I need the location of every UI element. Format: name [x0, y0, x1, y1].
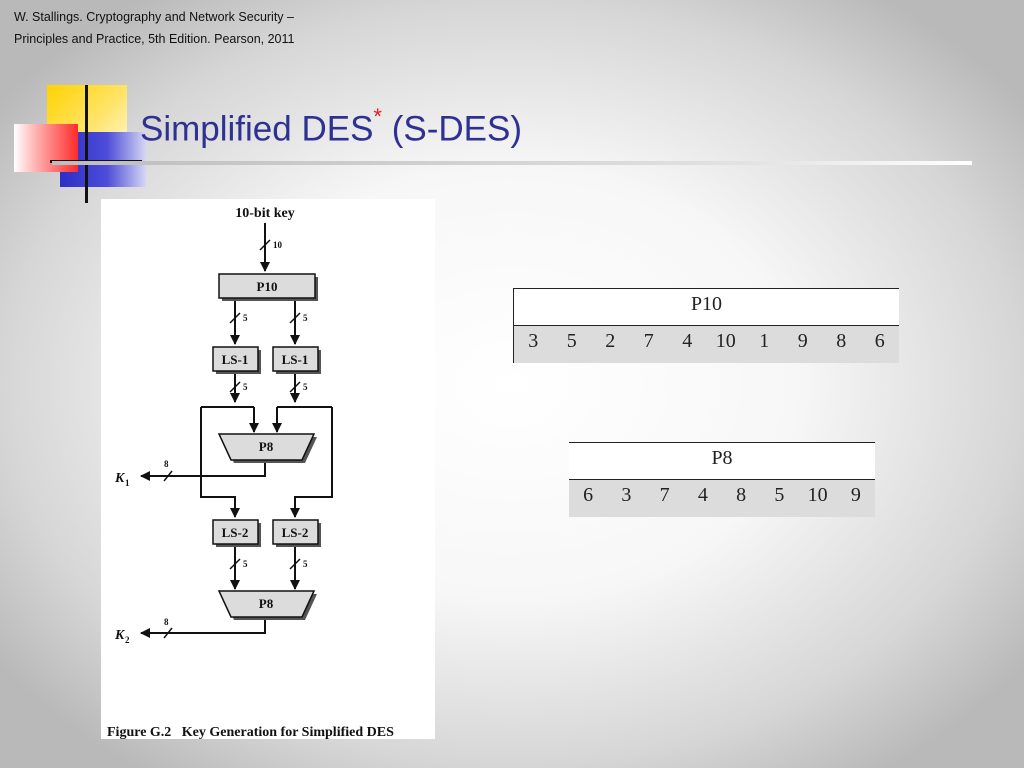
p10-cell: 3 — [528, 330, 539, 352]
line-ls1-right-to-ls2 — [290, 407, 333, 518]
p10-table-header: P10 — [514, 288, 899, 326]
p8-cell: 3 — [621, 484, 632, 506]
bits-k1: 8 — [164, 459, 169, 469]
bits-p10-left: 5 — [243, 313, 248, 323]
bits-k2: 8 — [164, 617, 169, 627]
p10-cell: 6 — [874, 330, 885, 352]
ls2-right-label: LS-2 — [282, 525, 309, 540]
arrow-p8-to-k1 — [140, 460, 266, 481]
p10-cell: 8 — [836, 330, 847, 352]
p8-cell: 8 — [736, 484, 747, 506]
bits-key: 10 — [273, 240, 283, 250]
p8-cell: 6 — [583, 484, 594, 506]
key-generation-diagram: 10-bit key P10 LS-1 LS-1 P8 LS-2 LS-2 P8… — [107, 206, 394, 739]
p8-cell: 4 — [697, 484, 708, 506]
p8-top-label: P8 — [259, 439, 274, 454]
key-generation-figure: 10-bit key P10 LS-1 LS-1 P8 LS-2 LS-2 P8… — [101, 199, 435, 739]
p8-cell: 10 — [807, 484, 828, 506]
k1-subscript: 1 — [125, 478, 130, 488]
p10-box-label: P10 — [257, 279, 278, 294]
p8-cell: 5 — [774, 484, 785, 506]
slide-title-suffix: (S-DES) — [391, 109, 522, 149]
input-label: 10-bit key — [235, 206, 295, 221]
p8-cell: 9 — [850, 484, 861, 506]
arrow-p8-to-k2 — [140, 617, 266, 638]
bits-ls1-right: 5 — [303, 382, 308, 392]
citation-line-2: Principles and Practice, 5th Edition. Pe… — [14, 32, 295, 46]
slide-title-text: Simplified DES — [140, 109, 374, 149]
k2-label: K — [114, 628, 126, 643]
p10-table-row: 3 5 2 7 4 10 1 9 8 6 — [514, 326, 899, 363]
p10-cell: 4 — [682, 330, 693, 352]
box-ls2-left — [212, 519, 261, 547]
p8-bottom-label: P8 — [259, 596, 274, 611]
k1-label: K — [114, 471, 126, 486]
p10-cell: 2 — [605, 330, 616, 352]
p10-cell: 1 — [759, 330, 770, 352]
p10-cell: 9 — [797, 330, 808, 352]
bits-p10-right: 5 — [303, 313, 308, 323]
p10-cell: 10 — [715, 330, 736, 352]
title-underline — [52, 161, 972, 165]
box-ls1-left — [212, 346, 261, 374]
k2-subscript: 2 — [125, 635, 130, 645]
p10-table: P10 3 5 2 7 4 10 1 9 8 6 — [513, 288, 899, 363]
figure-caption: Figure G.2 Key Generation for Simplified… — [107, 725, 394, 739]
bits-ls2-right: 5 — [303, 559, 308, 569]
slide-title: Simplified DES* (S-DES) — [140, 104, 522, 150]
bits-ls2-left: 5 — [243, 559, 248, 569]
citation-line-1: W. Stallings. Cryptography and Network S… — [14, 10, 294, 24]
title-asterisk: * — [373, 104, 382, 129]
p8-table: P8 6 3 7 4 8 5 10 9 — [569, 442, 875, 517]
box-p8-bottom — [217, 590, 317, 620]
box-p8-top — [217, 433, 317, 463]
box-ls2-right — [272, 519, 321, 547]
deco-vertical-line — [85, 85, 88, 203]
ls1-right-label: LS-1 — [282, 352, 309, 367]
ls1-left-label: LS-1 — [222, 352, 249, 367]
p10-cell: 7 — [643, 330, 654, 352]
box-p10 — [218, 273, 318, 301]
line-ls1-left-to-ls2 — [200, 407, 240, 518]
p8-table-row: 6 3 7 4 8 5 10 9 — [569, 480, 875, 517]
citation: W. Stallings. Cryptography and Network S… — [14, 6, 374, 50]
bits-ls1-left: 5 — [243, 382, 248, 392]
box-ls1-right — [272, 346, 321, 374]
ls2-left-label: LS-2 — [222, 525, 249, 540]
p10-cell: 5 — [566, 330, 577, 352]
p8-cell: 7 — [659, 484, 670, 506]
p8-table-header: P8 — [569, 442, 875, 480]
